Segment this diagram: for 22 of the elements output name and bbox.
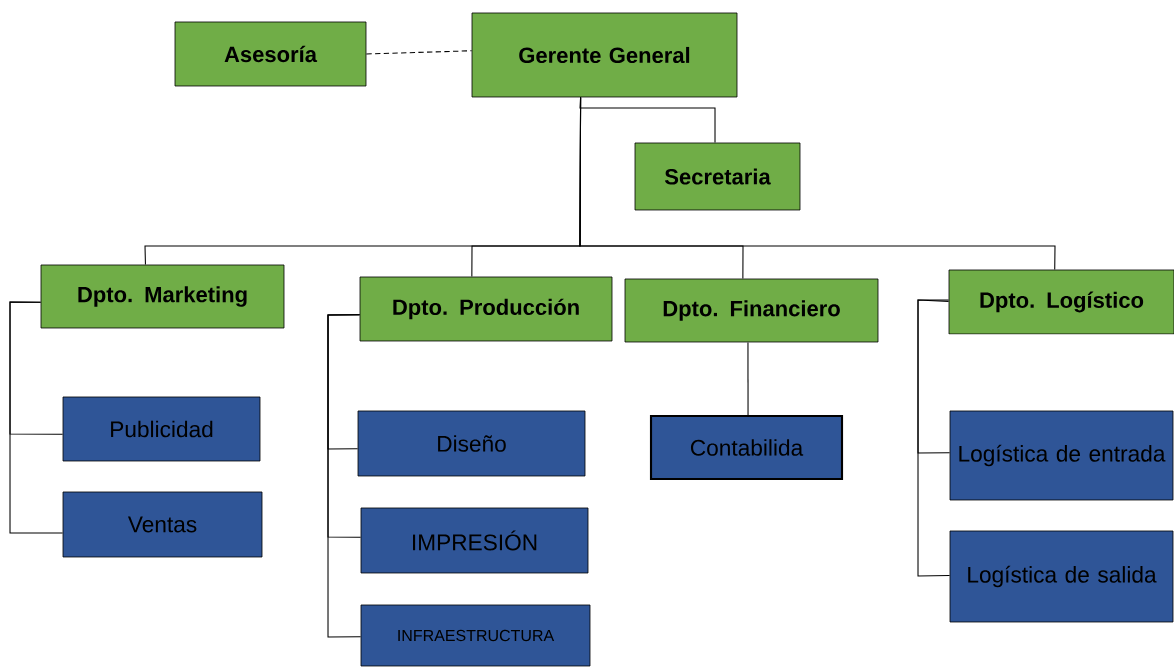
department-box: Dpto. Producción [359,276,613,342]
unit-box: Publicidad [62,396,261,462]
unit-box: Ventas [62,491,263,558]
advisory-box: Asesoría [174,21,367,87]
department-box: Dpto. Financiero [624,278,879,343]
connector-line [9,301,64,534]
connector-line [327,314,362,638]
department-box: Dpto. Marketing [40,264,285,329]
connector-line [917,299,951,454]
department-box: Dpto. Logístico [948,269,1174,335]
connector-line [365,50,473,55]
connector-line [747,341,749,416]
connector-line [917,299,951,577]
unit-box: Logística de entrada [949,410,1174,501]
unit-box: Logística de salida [949,530,1174,623]
connector-line [579,96,1056,271]
unit-box: IMPRESIÓN [360,507,589,574]
secretary-box: Secretaria [634,142,801,211]
unit-box: Contabilida [649,414,844,481]
unit-box: Diseño [357,410,586,477]
unit-box: INFRAESTRUCTURA [360,604,591,667]
manager-box: Gerente General [471,12,738,98]
